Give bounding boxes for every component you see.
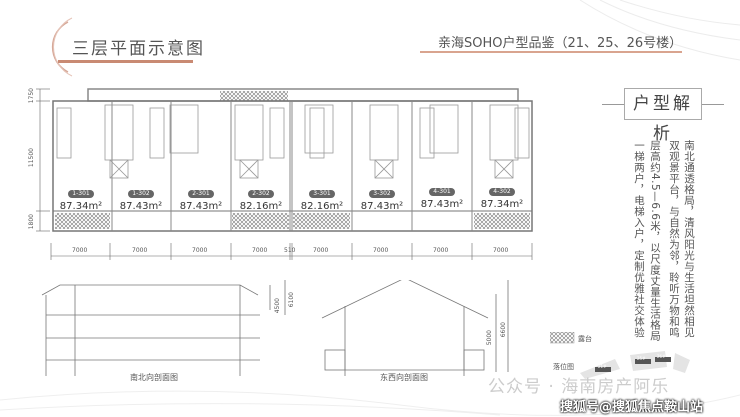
dim-width: 7000 xyxy=(192,247,208,254)
unit-id: 1-301 xyxy=(68,190,94,198)
unit-3-302[interactable]: 3-302 87.43m² xyxy=(352,180,412,212)
unit-id: 1-302 xyxy=(128,190,154,198)
panel-title: 户型解析 xyxy=(624,88,702,144)
page-title: 三层平面示意图 xyxy=(72,39,205,59)
unit-4-302[interactable]: 4-302 87.34m² xyxy=(472,178,532,210)
sohu-watermark: 搜狐号@搜狐焦点鞍山站 xyxy=(560,400,704,415)
unit-area: 82.16m² xyxy=(300,201,344,212)
unit-area: 87.43m² xyxy=(360,201,404,212)
terrace-hatch xyxy=(55,213,110,229)
unit-area: 87.34m² xyxy=(480,199,524,210)
unit-1-301[interactable]: 1-301 87.34m² xyxy=(51,180,111,212)
terrace-legend-label: 露台 xyxy=(578,335,592,343)
terrace-legend-swatch xyxy=(550,332,575,344)
ns-section-label: 南北向剖面图 xyxy=(130,373,178,382)
dim-width: 7000 xyxy=(252,247,268,254)
building-26: 26# xyxy=(657,354,666,359)
building-21: 21# xyxy=(598,364,607,369)
unit-4-301[interactable]: 4-301 87.43m² xyxy=(412,178,472,210)
dim-1750: 1750 xyxy=(28,88,35,104)
unit-area: 82.16m² xyxy=(239,201,283,212)
dim-width: 7000 xyxy=(373,247,389,254)
unit-2-301[interactable]: 2-301 87.43m² xyxy=(171,180,231,212)
page-subtitle: 亲海SOHO户型品鉴（21、25、26号楼） xyxy=(438,36,683,51)
unit-id: 2-301 xyxy=(188,190,214,198)
dim-1800: 1800 xyxy=(28,214,35,230)
dim-6600: 6600 xyxy=(500,322,507,338)
unit-id: 3-302 xyxy=(369,190,395,198)
section-drawings xyxy=(41,280,509,376)
unit-area: 87.43m² xyxy=(179,201,223,212)
unit-id: 3-301 xyxy=(309,190,335,198)
unit-area: 87.43m² xyxy=(119,201,163,212)
unit-2-302[interactable]: 2-302 82.16m² xyxy=(231,180,291,212)
unit-area: 87.43m² xyxy=(420,199,464,210)
dim-width: 7000 xyxy=(433,247,449,254)
dim-width: 7000 xyxy=(132,247,148,254)
unit-id: 4-302 xyxy=(489,188,515,196)
dim-5000: 5000 xyxy=(486,330,493,346)
unit-area: 87.34m² xyxy=(59,201,103,212)
dim-width: 7000 xyxy=(493,247,509,254)
building-25: 25# xyxy=(637,356,646,361)
location-map-label: 落位图 xyxy=(553,363,574,371)
dim-width: 7000 xyxy=(313,247,329,254)
feature-line: 双观景平台，与自然为邻，聆听万物和鸣 xyxy=(668,140,680,338)
unit-3-301[interactable]: 3-301 82.16m² xyxy=(292,180,352,212)
location-map xyxy=(580,351,690,379)
wechat-watermark: 公众号 · 海南房产阿乐 xyxy=(488,377,670,397)
feature-line: 南北通透格局，清风阳光与生活坦然相见 xyxy=(683,140,695,338)
dim-11500: 11500 xyxy=(28,148,35,168)
subtitle-underline xyxy=(420,51,682,53)
divider xyxy=(602,104,624,105)
floor-plan xyxy=(36,88,533,260)
dim-width: 7000 xyxy=(72,247,88,254)
ew-section-label: 东西向剖面图 xyxy=(380,373,428,382)
dim-6100: 6100 xyxy=(288,292,295,308)
dim-4500: 4500 xyxy=(274,298,281,314)
dim-gap: 510 xyxy=(284,247,296,254)
divider xyxy=(702,104,724,105)
title-underline xyxy=(58,60,193,63)
unit-1-302[interactable]: 1-302 87.43m² xyxy=(111,180,171,212)
feature-line: 一梯两户，电梯入户，定制优雅社交体验 xyxy=(633,140,645,338)
feature-line: 层高约4.5—6.6米，以尺度丈量生活格局 xyxy=(649,140,661,342)
unit-id: 2-302 xyxy=(248,190,274,198)
unit-id: 4-301 xyxy=(429,188,455,196)
